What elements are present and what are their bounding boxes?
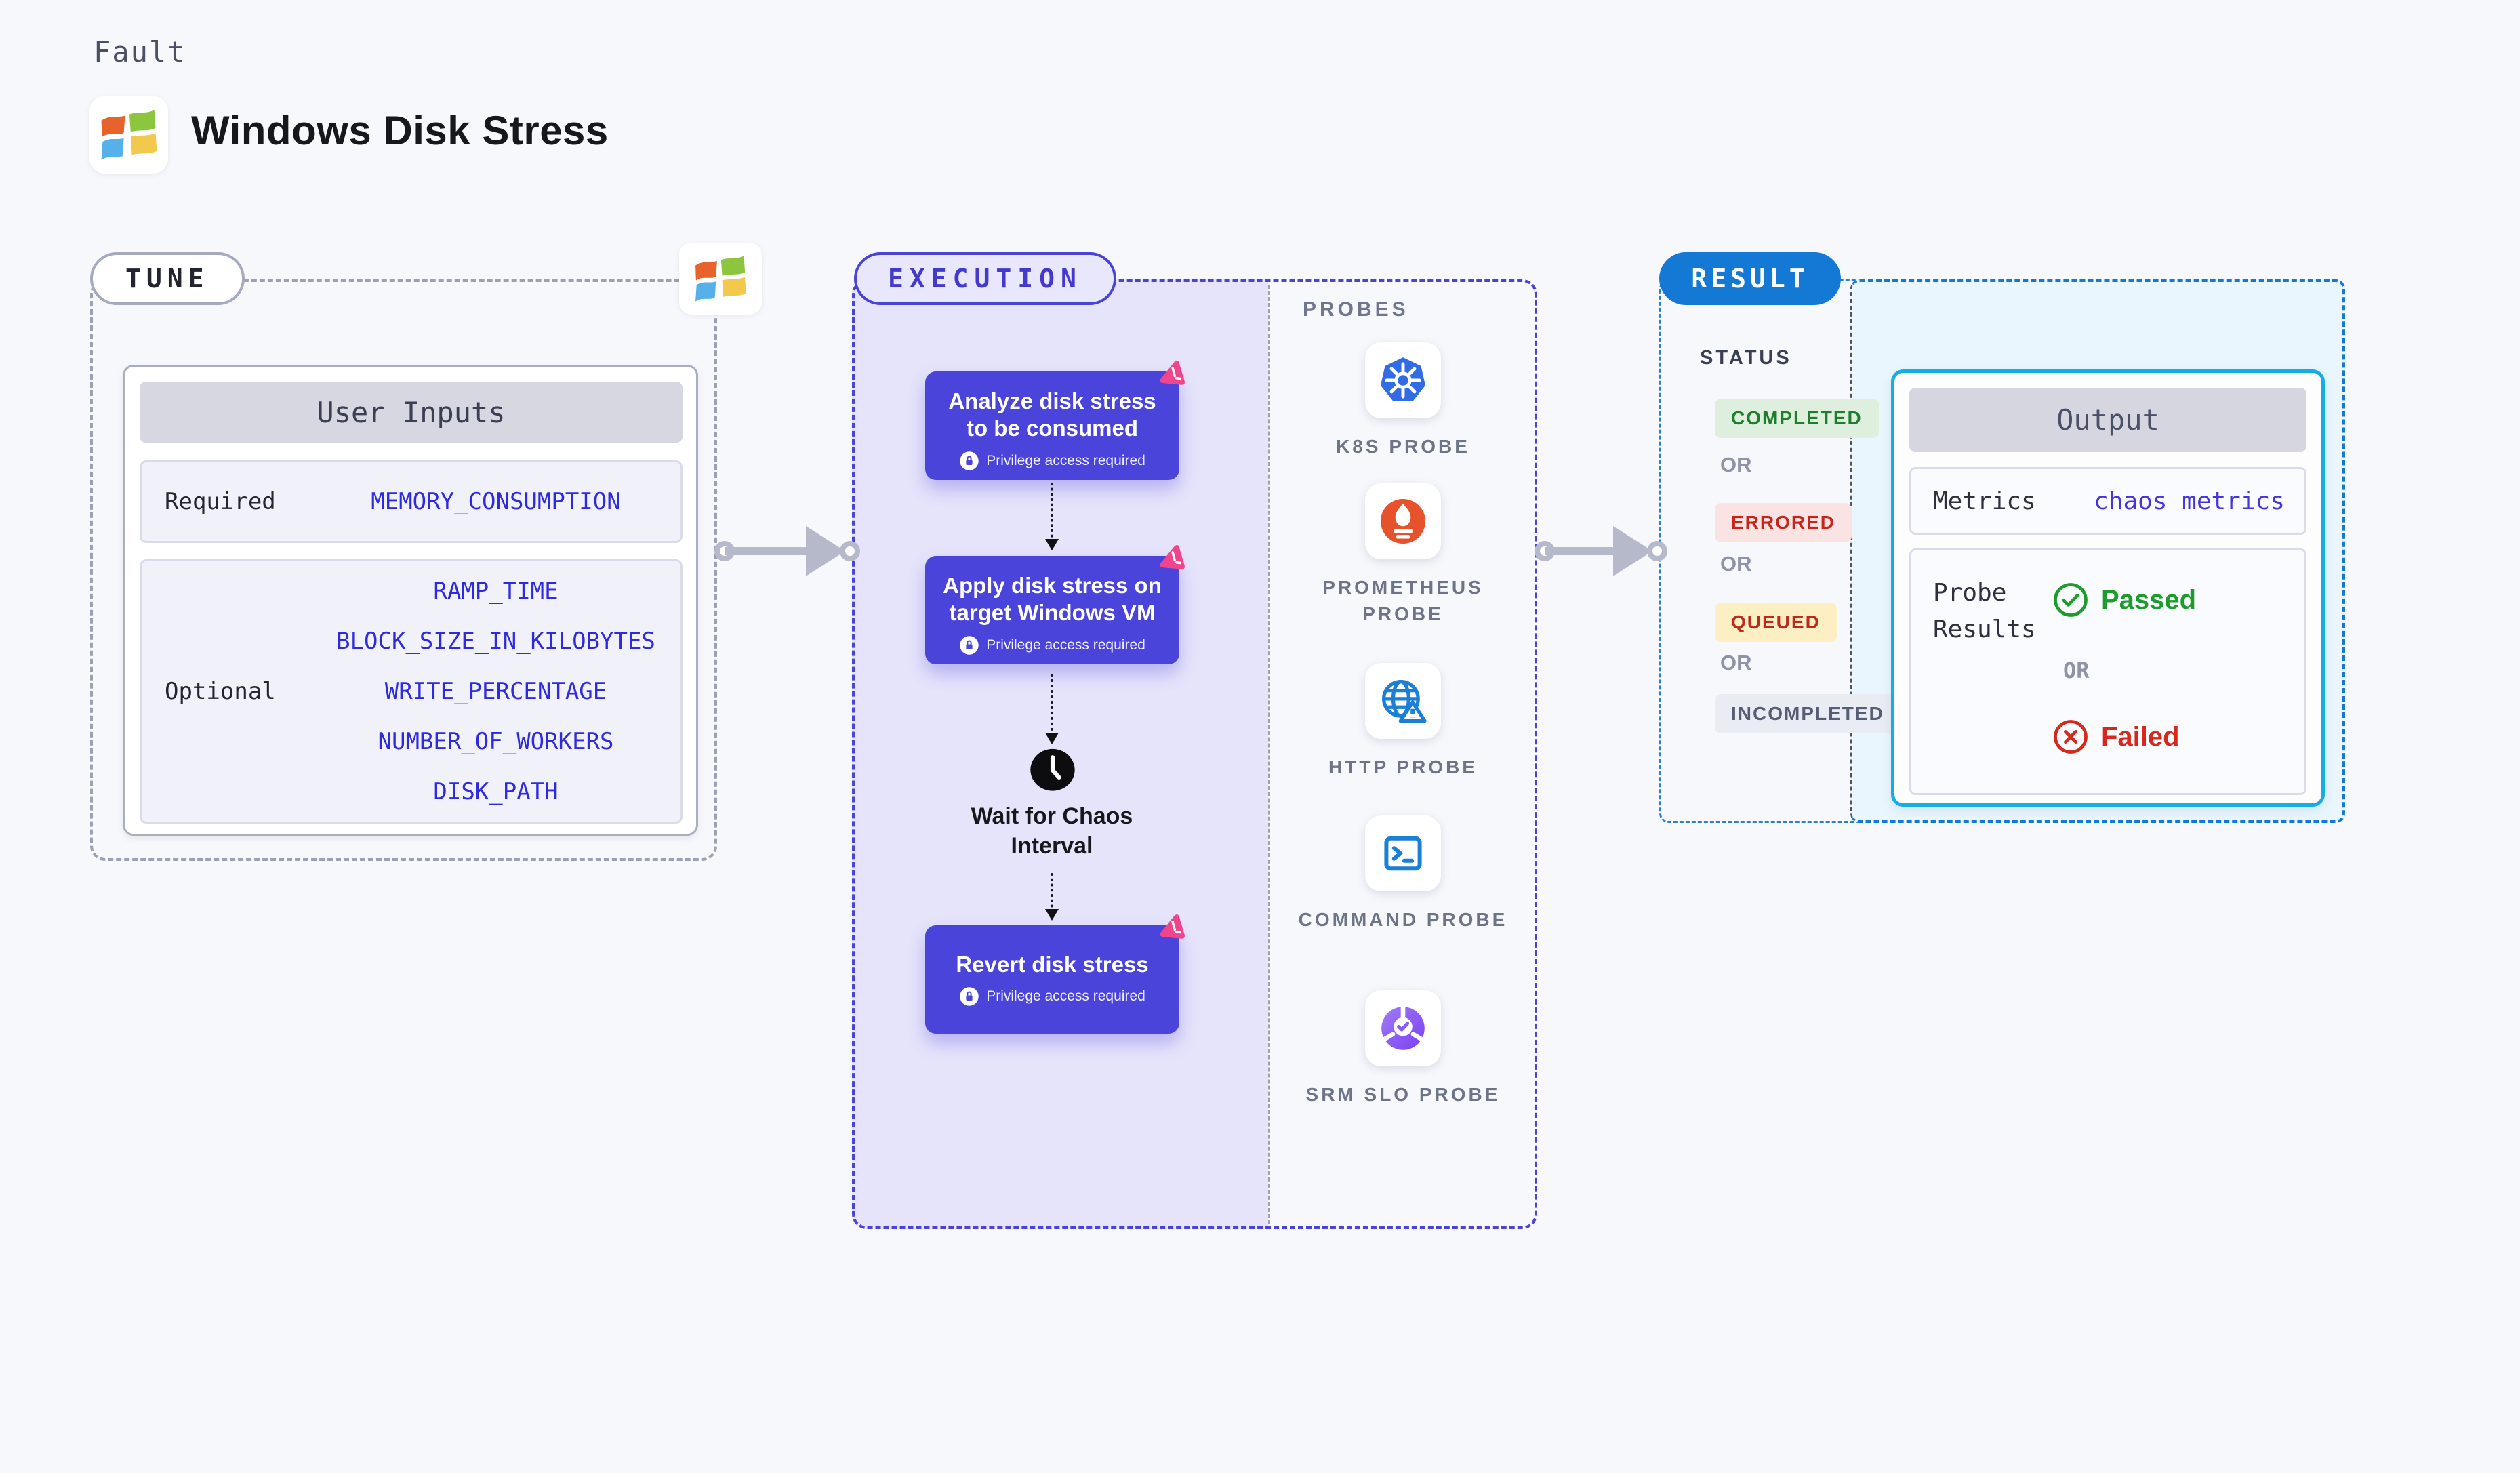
flow-arrow <box>1045 483 1059 550</box>
status-completed-badge: COMPLETED <box>1715 399 1879 438</box>
windows-logo-small-icon <box>679 243 762 315</box>
or-label: OR <box>2063 658 2090 683</box>
step-title: Apply disk stress on target Windows VM <box>943 573 1162 626</box>
flow-arrow <box>1045 674 1059 744</box>
probe-label: HTTP PROBE <box>1328 756 1478 778</box>
chaos-icon <box>1158 544 1186 571</box>
execution-to-result-arrow <box>1535 517 1667 585</box>
probe-k8s: K8S PROBE <box>1295 342 1511 460</box>
lock-icon <box>959 634 979 655</box>
passed-check-icon <box>2054 583 2088 617</box>
output-header: Output <box>1909 388 2306 452</box>
user-inputs-card: User Inputs Required MEMORY_CONSUMPTION … <box>123 365 698 836</box>
step-analyze-disk-stress: Analyze disk stress to be consumed Privi… <box>925 359 1186 480</box>
wait-for-chaos-interval-label: Wait for Chaos Interval <box>971 803 1133 860</box>
probes-header: PROBES <box>1303 298 1409 321</box>
privilege-note: Privilege access required <box>986 988 1145 1005</box>
kubernetes-icon <box>1365 342 1441 418</box>
prometheus-icon <box>1365 483 1441 559</box>
chaos-metrics-link[interactable]: chaos metrics <box>2094 487 2285 515</box>
passed-label: Passed <box>2101 584 2197 615</box>
step-apply-disk-stress: Apply disk stress on target Windows VM P… <box>925 544 1186 664</box>
step-title: Analyze disk stress to be consumed <box>948 388 1156 441</box>
probe-srm-slo: SRM SLO PROBE <box>1295 990 1511 1108</box>
failed-label: Failed <box>2101 721 2180 752</box>
input-number-of-workers: NUMBER_OF_WORKERS <box>378 728 614 755</box>
result-badge: RESULT <box>1659 252 1841 305</box>
input-memory-consumption: MEMORY_CONSUMPTION <box>371 488 621 515</box>
or-label: OR <box>1720 453 1752 477</box>
required-label: Required <box>165 488 276 515</box>
flow-arrow <box>1045 873 1059 921</box>
tune-section <box>90 279 717 861</box>
step-revert-disk-stress: Revert disk stress Privilege access requ… <box>925 913 1186 1034</box>
probe-results-row: Probe Results Passed OR Failed <box>1909 548 2306 795</box>
probe-http: HTTP PROBE <box>1295 663 1511 780</box>
output-card: Output Metrics chaos metrics Probe Resul… <box>1891 369 2325 807</box>
step-title: Revert disk stress <box>956 952 1149 977</box>
failed-x-icon <box>2054 720 2088 754</box>
metrics-row: Metrics chaos metrics <box>1909 467 2306 535</box>
input-write-percentage: WRITE_PERCENTAGE <box>384 678 607 705</box>
tune-to-execution-arrow <box>714 517 860 585</box>
optional-label: Optional <box>165 678 276 705</box>
probe-prometheus: PROMETHEUS PROBE <box>1295 483 1511 627</box>
chaos-icon <box>1158 359 1186 386</box>
status-header: STATUS <box>1700 347 1792 369</box>
probe-label: SRM SLO PROBE <box>1305 1084 1501 1105</box>
required-inputs-row: Required MEMORY_CONSUMPTION <box>140 460 683 543</box>
privilege-note: Privilege access required <box>986 452 1145 468</box>
fault-kicker: Fault <box>94 35 186 68</box>
or-label: OR <box>1720 651 1752 674</box>
lock-icon <box>959 986 979 1007</box>
privilege-note: Privilege access required <box>986 637 1145 653</box>
probe-command: COMMAND PROBE <box>1295 815 1511 933</box>
probes-divider <box>1268 285 1270 1224</box>
probe-label: K8S PROBE <box>1336 436 1470 457</box>
tune-badge: TUNE <box>90 252 245 305</box>
status-errored-badge: ERRORED <box>1715 503 1852 542</box>
clock-icon <box>1030 748 1075 791</box>
lock-icon <box>959 450 979 471</box>
status-queued-badge: QUEUED <box>1715 603 1837 642</box>
page-title: Windows Disk Stress <box>191 108 609 153</box>
chaos-icon <box>1158 913 1186 940</box>
input-ramp-time: RAMP_TIME <box>433 578 558 605</box>
input-block-size: BLOCK_SIZE_IN_KILOBYTES <box>336 628 655 655</box>
windows-logo-icon <box>89 96 168 174</box>
metrics-label: Metrics <box>1933 487 2036 515</box>
execution-badge: EXECUTION <box>854 252 1116 305</box>
status-incompleted-badge: INCOMPLETED <box>1715 694 1901 733</box>
optional-inputs-row: Optional RAMP_TIME BLOCK_SIZE_IN_KILOBYT… <box>140 559 683 824</box>
http-globe-icon <box>1365 663 1441 739</box>
srm-slo-icon <box>1365 990 1441 1066</box>
user-inputs-header: User Inputs <box>140 382 683 443</box>
probe-results-label: Probe Results <box>1933 579 2036 643</box>
input-disk-path: DISK_PATH <box>433 778 558 805</box>
probe-label: COMMAND PROBE <box>1298 909 1508 930</box>
probe-label: PROMETHEUS PROBE <box>1322 577 1484 625</box>
or-label: OR <box>1720 552 1752 576</box>
execution-section <box>852 279 1537 1229</box>
terminal-icon <box>1365 815 1441 891</box>
